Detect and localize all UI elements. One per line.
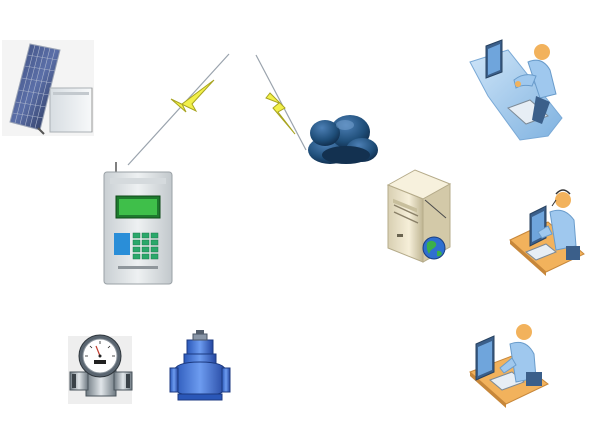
- rtu-controller-icon: [103, 162, 173, 285]
- rtu-antenna-signal: [127, 53, 230, 166]
- oval-gear-flow-meter-icon: [68, 334, 133, 404]
- lightning-bolt-icon: [265, 92, 296, 135]
- cloud-signal: [255, 54, 307, 151]
- lightning-bolt-icon: [170, 79, 215, 113]
- person-at-computer-desk-icon: [469, 39, 563, 141]
- solar-panel-with-battery-box-icon: [2, 40, 94, 136]
- office-user-at-pc-icon: [469, 324, 549, 408]
- storm-cloud-icon: [308, 115, 378, 164]
- blue-solenoid-valve-icon: [169, 330, 231, 401]
- operator-with-headset-icon: [509, 189, 585, 276]
- server-tower-with-globe-icon: [386, 169, 452, 263]
